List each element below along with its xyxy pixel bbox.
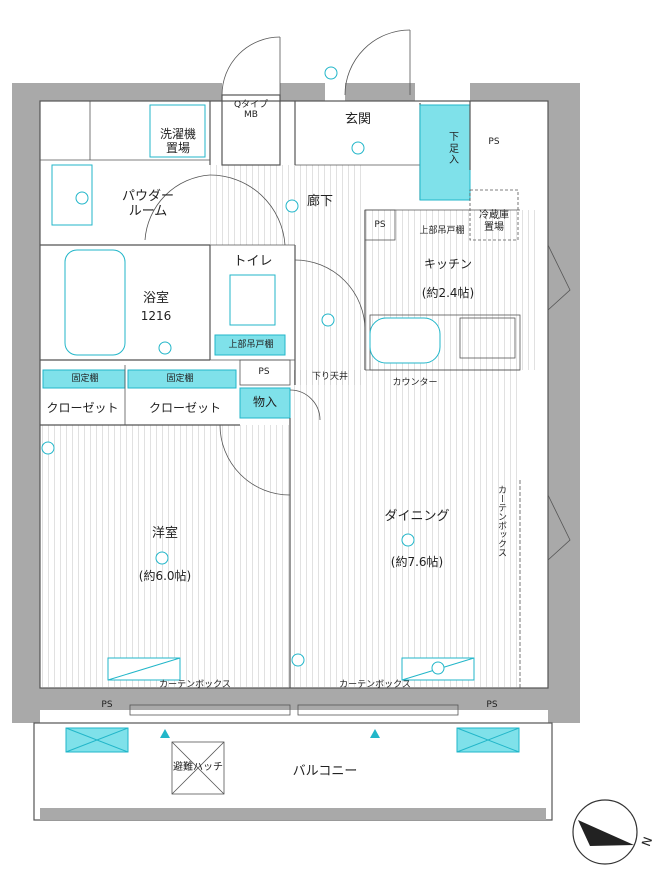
compass-icon [572,799,638,865]
balcony-area [33,722,553,821]
toilet-label: トイレ [233,254,273,269]
entrance-label: 玄関 [344,112,371,127]
upper-cabinet-toilet-label: 上部吊戸棚 [228,340,274,350]
ps-mid-label: PS [258,367,270,377]
storage-label: 物入 [252,395,277,409]
fridge-label: 冷蔵庫 置場 [479,210,509,233]
bath-model-label: 1216 [140,309,172,323]
closet-1-label: クローゼット [46,401,119,415]
mb-label: Qタイプ MB [233,100,269,121]
kitchen-size-label: (約2.4帖) [421,286,475,300]
dining-label: ダイニング [384,509,450,524]
equipment [51,104,475,681]
light-icon [41,66,445,675]
closet-2-label: クローゼット [148,401,221,415]
kitchen-label: キッチン [423,257,472,271]
doors [129,29,571,716]
curtain-box-left-label: カーテンボックス [159,680,231,690]
corridor-label: 廊下 [306,194,333,209]
western-room-label: 洋室 [151,526,178,541]
curtain-box-mid-label: カーテンボックス [339,680,411,690]
fixed-shelf-2-label: 固定棚 [166,374,194,384]
ps-bottom-right-label: PS [486,700,498,710]
ps-small-label: PS [374,220,386,230]
western-size-label: (約6.0帖) [138,569,192,583]
lowered-ceiling-label: 下り天井 [311,372,348,382]
evac-hatch-label: 避難ハッチ [173,762,223,773]
laundry-label: 洗濯機 置場 [159,127,196,155]
upper-cabinet-kitchen-label: 上部吊戸棚 [419,226,465,236]
counter-label: カウンター [392,378,438,388]
ps-top-right-label: PS [488,137,500,147]
dining-size-label: (約7.6帖) [390,555,444,569]
balcony-label: バルコニー [292,764,358,779]
interior-walls [39,94,549,689]
shoe-storage-label: 下 足 入 [449,132,459,166]
curtain-box-right-label: カーテンボックス [496,485,506,557]
powder-room-label: パウダー ルーム [121,189,174,219]
arrow-up-icon [160,729,380,738]
bath-label: 浴室 [142,291,169,306]
ps-bottom-left-label: PS [101,700,113,710]
fixed-shelf-1-label: 固定棚 [71,374,99,384]
